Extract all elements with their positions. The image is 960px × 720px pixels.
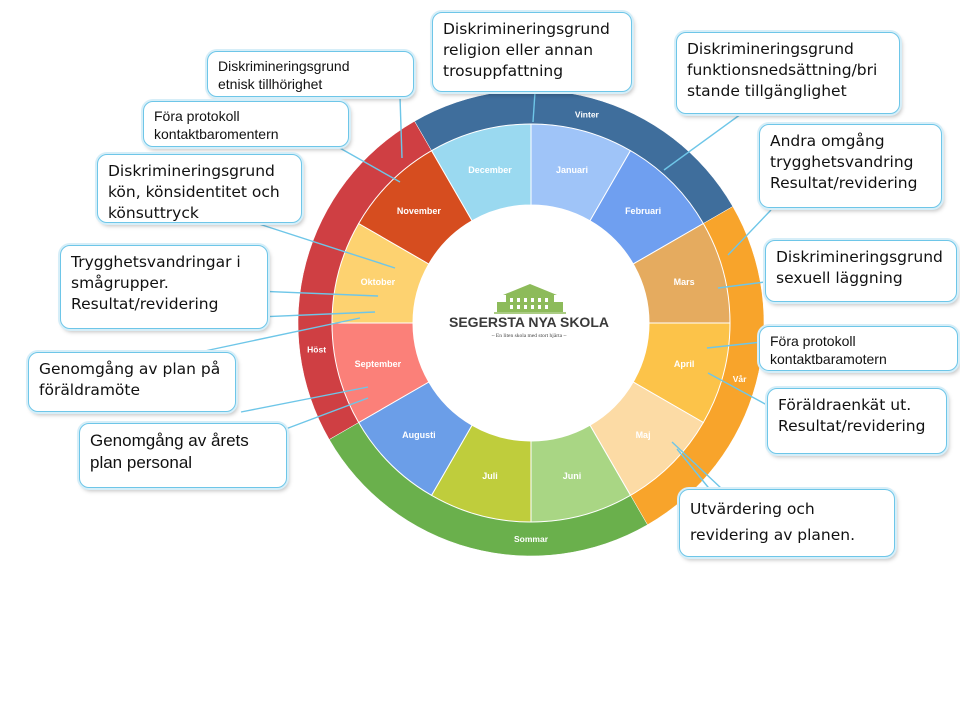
callout-etnisk-tillhorighet: Diskrimineringsgrund etnisk tillhörighet bbox=[207, 51, 414, 97]
month-label-4: April bbox=[674, 359, 695, 369]
month-label-9: September bbox=[355, 359, 402, 369]
wheel-center bbox=[413, 205, 649, 441]
leader-line-6 bbox=[258, 223, 396, 269]
month-label-7: Juli bbox=[482, 471, 498, 481]
callout-protokoll-april: Föra protokoll kontaktbaramotern bbox=[759, 326, 958, 371]
month-ring bbox=[331, 123, 731, 523]
logo-subtitle: ~ En liten skola med stort hjärta ~ bbox=[492, 333, 567, 339]
leader-line-12 bbox=[706, 341, 763, 349]
season-label-1: Vår bbox=[733, 374, 747, 384]
month-label-8: Augusti bbox=[402, 430, 436, 440]
callout-kon-konsidentitet: Diskrimineringsgrund kön, könsidentitet … bbox=[97, 154, 302, 223]
callout-andra-trygghetsvandring: Andra omgång trygghetsvandring Resultat/… bbox=[759, 124, 942, 208]
callout-sexuell-laggning: Diskrimineringsgrund sexuell läggning bbox=[765, 240, 957, 302]
month-label-6: Juni bbox=[563, 471, 582, 481]
leader-line-3 bbox=[663, 113, 742, 171]
callout-religion: Diskrimineringsgrund religion eller anna… bbox=[432, 12, 632, 92]
month-label-11: November bbox=[397, 206, 442, 216]
callout-protokoll-november: Föra protokoll kontaktbaromentern bbox=[143, 101, 349, 147]
leader-line-1 bbox=[337, 146, 401, 183]
leader-line-11 bbox=[282, 397, 369, 431]
leader-line-0 bbox=[399, 96, 403, 159]
month-label-5: Maj bbox=[636, 430, 651, 440]
school-logo: SEGERSTA NYA SKOLA ~ En liten skola med … bbox=[449, 284, 609, 339]
month-label-3: Mars bbox=[674, 277, 695, 287]
callout-funktionsnedsattning: Diskrimineringsgrund funktionsnedsättnin… bbox=[676, 32, 900, 114]
callout-genomgang-personal: Genomgång av årets plan personal bbox=[79, 423, 287, 488]
leader-line-4 bbox=[727, 209, 772, 256]
month-label-10: Oktober bbox=[361, 277, 396, 287]
month-label-2: Februari bbox=[625, 206, 661, 216]
leader-line-2 bbox=[532, 91, 536, 123]
leader-lines bbox=[199, 91, 772, 493]
leader-line-5 bbox=[717, 281, 766, 289]
leader-line-14 bbox=[671, 441, 723, 490]
leader-line-10 bbox=[240, 386, 369, 413]
month-label-1: Januari bbox=[556, 165, 588, 175]
callout-utvardering: Utvärdering och revidering av planen. bbox=[679, 489, 895, 557]
season-label-0: Vinter bbox=[575, 109, 600, 119]
season-label-2: Sommar bbox=[514, 534, 549, 544]
leader-line-15 bbox=[676, 448, 713, 493]
callout-foraldraenkat: Föräldraenkät ut. Resultat/revidering bbox=[767, 388, 947, 454]
leader-line-13 bbox=[707, 372, 768, 406]
logo-title: SEGERSTA NYA SKOLA bbox=[449, 314, 609, 330]
leader-line-9 bbox=[199, 317, 361, 353]
month-label-0: December bbox=[468, 165, 512, 175]
callout-smagrupper: Trygghetsvandringar i smågrupper. Result… bbox=[60, 245, 268, 329]
callout-foraldramote: Genomgång av plan på föräldramöte bbox=[28, 352, 236, 412]
season-label-3: Höst bbox=[307, 344, 326, 354]
school-building-icon bbox=[494, 284, 566, 314]
